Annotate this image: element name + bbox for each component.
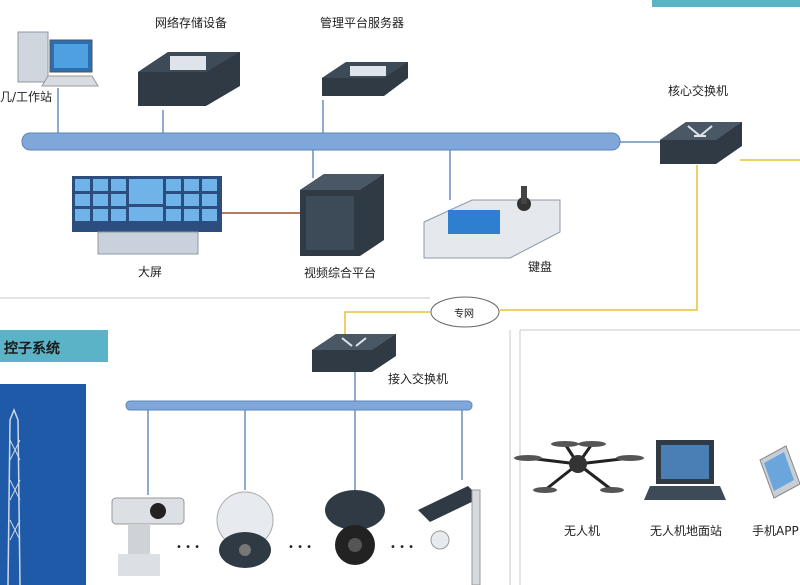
video-platform-icon bbox=[300, 174, 384, 256]
dome-camera-icon bbox=[216, 491, 274, 568]
monitor-section-title: 控子系统 bbox=[4, 341, 60, 357]
video-platform-label: 视频综合平台 bbox=[304, 266, 377, 280]
monitor-section-tab bbox=[0, 330, 108, 362]
drone-icon bbox=[514, 441, 644, 493]
access-switch-label: 接入交换机 bbox=[388, 372, 449, 386]
ellipsis-1: • • • bbox=[176, 542, 201, 553]
bus-connectors bbox=[57, 88, 660, 200]
phone-icon bbox=[759, 445, 800, 499]
phone-app-label: 手机APP bbox=[752, 524, 799, 538]
top-section-tab bbox=[652, 0, 800, 7]
tower-photo bbox=[0, 384, 86, 585]
private-network-cloud bbox=[430, 296, 500, 328]
access-network-bus bbox=[125, 400, 473, 411]
ellipsis-3: • • • bbox=[390, 542, 415, 553]
drone-label: 无人机 bbox=[564, 524, 601, 538]
ground-station-laptop-icon bbox=[644, 440, 726, 500]
thermal-camera-icon bbox=[111, 497, 185, 576]
workstation-label: 几/工作站 bbox=[0, 90, 53, 104]
storage-device-icon bbox=[138, 52, 240, 106]
workstation-icon bbox=[17, 31, 99, 87]
core-switch-label: 核心交换机 bbox=[668, 84, 729, 98]
storage-label: 网络存储设备 bbox=[155, 16, 228, 30]
core-switch-icon bbox=[660, 122, 742, 164]
ellipsis-2: • • • bbox=[288, 542, 313, 553]
video-wall-icon bbox=[72, 176, 222, 255]
big-screen-label: 大屏 bbox=[138, 265, 163, 279]
management-server-icon bbox=[322, 62, 408, 96]
keyboard-controller-icon bbox=[423, 186, 561, 259]
drone-ground-label: 无人机地面站 bbox=[650, 524, 723, 538]
access-switch-icon bbox=[312, 334, 396, 372]
private-net-to-access-link bbox=[344, 311, 430, 335]
private-net-label: 专网 bbox=[454, 309, 474, 320]
mgmt-server-label: 管理平台服务器 bbox=[320, 16, 405, 30]
camera-connectors bbox=[147, 410, 463, 495]
core-network-bus bbox=[21, 132, 621, 151]
solar-camera-icon bbox=[418, 486, 481, 585]
core-to-private-net-link bbox=[500, 165, 698, 311]
panoramic-camera-icon bbox=[325, 490, 385, 565]
keyboard-label: 键盘 bbox=[528, 260, 553, 274]
